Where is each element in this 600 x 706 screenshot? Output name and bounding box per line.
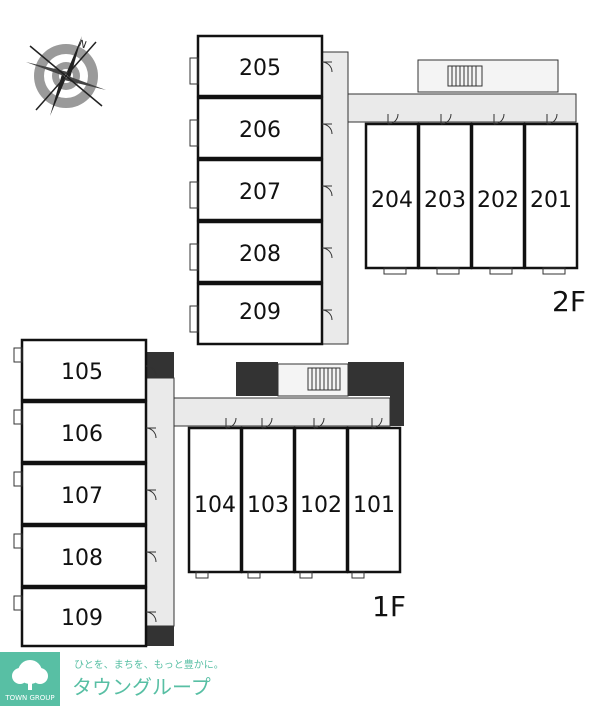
- unit-209[interactable]: [196, 282, 324, 346]
- unit-105[interactable]: [20, 338, 148, 402]
- unit-number: 203: [424, 188, 466, 213]
- first-floor: 105 106 107 108 109: [13, 338, 406, 648]
- unit-number: 105: [61, 360, 103, 385]
- unit-number: 109: [61, 606, 103, 631]
- hatched-areas-1f: [146, 352, 404, 646]
- units-1f-west: 105 106 107 108 109: [13, 338, 157, 648]
- unit-number: 102: [300, 493, 342, 518]
- corridor-1f-north: [173, 397, 391, 427]
- brand-slogan: ひとを、まちを、もっと豊かに。: [74, 658, 224, 671]
- unit-208[interactable]: [196, 220, 324, 284]
- units-2f-east: 204 203 202 201: [364, 113, 579, 275]
- unit-number: 107: [61, 484, 103, 509]
- balconies-1f-east: [195, 571, 365, 579]
- brand-name: タウングループ: [72, 675, 211, 699]
- unit-number: 207: [239, 180, 281, 205]
- unit-101[interactable]: [346, 426, 402, 574]
- corridor-2f-west: [321, 51, 349, 345]
- unit-207[interactable]: [196, 158, 324, 222]
- unit-number: 201: [530, 188, 572, 213]
- floor-label-1f: 1F: [372, 590, 406, 623]
- compass-rose-icon: N: [26, 36, 106, 116]
- unit-104[interactable]: [187, 426, 243, 574]
- unit-108[interactable]: [20, 524, 148, 588]
- unit-number: 206: [239, 118, 281, 143]
- unit-109[interactable]: [20, 586, 148, 648]
- balconies-2f-west: [189, 57, 199, 333]
- units-1f-east: 104 103 102 101: [187, 417, 402, 579]
- unit-number: 108: [61, 546, 103, 571]
- unit-number: 101: [353, 493, 395, 518]
- second-floor: 205 206 207 208 209: [189, 34, 586, 346]
- unit-number: 209: [239, 300, 281, 325]
- unit-number: 205: [239, 56, 281, 81]
- unit-number: 208: [239, 242, 281, 267]
- unit-number: 204: [371, 188, 413, 213]
- stair-1f: [277, 363, 349, 397]
- unit-103[interactable]: [240, 426, 296, 574]
- corridor-1f-west: [145, 377, 175, 627]
- unit-number: 106: [61, 422, 103, 447]
- doors-2f-west: [321, 61, 333, 321]
- unit-107[interactable]: [20, 462, 148, 526]
- corridor-2f-north: [347, 93, 577, 123]
- tree-icon: [12, 660, 48, 690]
- units-2f-west: 205 206 207 208 209: [189, 34, 333, 346]
- floor-label-2f: 2F: [552, 285, 586, 318]
- unit-number: 104: [194, 493, 236, 518]
- doors-1f-east: [225, 417, 383, 429]
- doors-1f-west: [145, 365, 157, 623]
- stair-steps-1f: [307, 367, 341, 391]
- balconies-1f-west: [13, 347, 23, 611]
- stair-2f: [417, 59, 559, 93]
- unit-number: 103: [247, 493, 289, 518]
- brand-logo: TOWN GROUP ひとを、まちを、もっと豊かに。 タウングループ: [0, 652, 224, 706]
- logo-small-label: TOWN GROUP: [4, 694, 54, 702]
- north-label: N: [77, 38, 88, 51]
- balconies-2f-east: [383, 267, 566, 275]
- doors-2f-east: [387, 113, 558, 125]
- unit-number: 202: [477, 188, 519, 213]
- unit-106[interactable]: [20, 400, 148, 464]
- stair-steps-2f: [447, 65, 483, 87]
